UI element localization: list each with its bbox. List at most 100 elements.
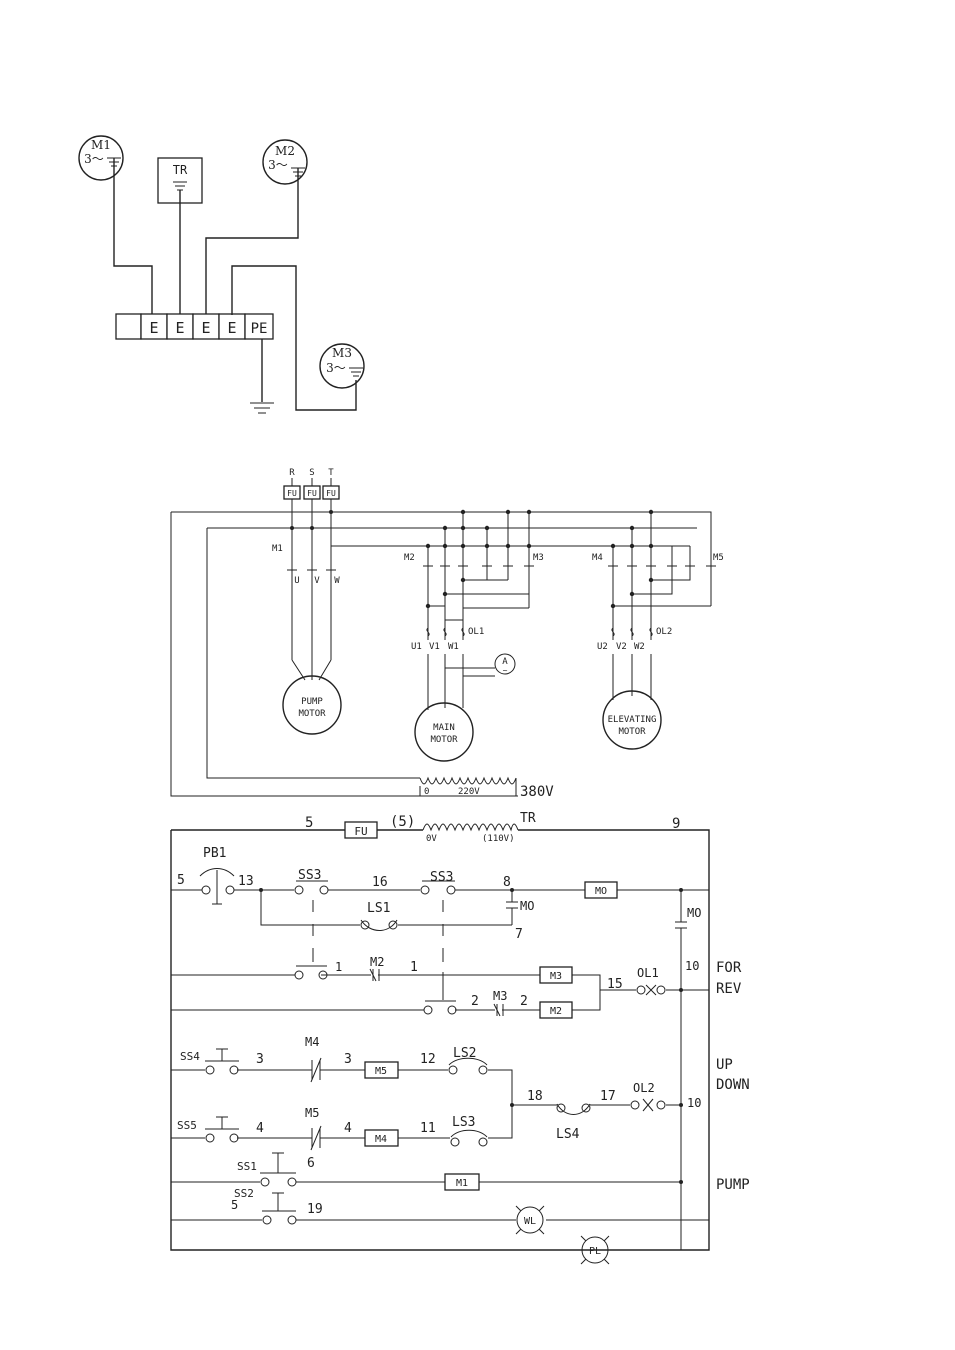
- tap-0v: 0V: [426, 834, 437, 844]
- label-up: UP: [716, 1057, 733, 1073]
- ss4-contact: [205, 1065, 215, 1075]
- ss5-label: SS5: [177, 1119, 197, 1132]
- wire-10b: 10: [687, 1096, 701, 1110]
- label-for: FOR: [716, 960, 742, 976]
- coil-m3-label: M3: [550, 971, 562, 982]
- pilot-lamp-label: PL: [589, 1246, 601, 1257]
- pb1-label: PB1: [203, 846, 226, 861]
- ss1-contact: [260, 1177, 270, 1187]
- wire-18: 18: [527, 1089, 543, 1104]
- contactor-m1-label: M1: [272, 544, 283, 554]
- overload-ol2-label: OL2: [656, 627, 672, 637]
- terminal-v: V: [314, 576, 320, 586]
- ground-diagram: M1 3～ TR M2 3～ E E E E PE: [78, 135, 365, 414]
- contact-mo-label: MO: [520, 899, 534, 913]
- wire-12: 12: [420, 1052, 436, 1067]
- wire-3b: 3: [344, 1052, 352, 1067]
- label-rev: REV: [716, 981, 742, 997]
- wire-2a: 2: [471, 994, 479, 1009]
- motor-m3-phase: 3～: [326, 361, 346, 375]
- label-pump: PUMP: [716, 1177, 750, 1193]
- contactor-m3-label: M3: [533, 553, 544, 563]
- wire-5-paren: (5): [390, 814, 415, 830]
- wire-5-top: 5: [305, 815, 313, 831]
- wire-4a: 4: [256, 1121, 264, 1136]
- ss2-contact: [262, 1215, 272, 1225]
- coil-mo: [584, 881, 618, 899]
- ls2-contact: [448, 1065, 458, 1075]
- ss3-label-1: SS3: [298, 868, 321, 883]
- wire-19: 19: [307, 1202, 323, 1217]
- transformer-label: TR: [173, 163, 188, 177]
- ol1-label: OL1: [637, 966, 659, 980]
- ls1-contact: [360, 920, 370, 930]
- svg-text:FU: FU: [287, 489, 297, 498]
- motor-m2-label: M2: [275, 144, 295, 158]
- label-down: DOWN: [716, 1077, 750, 1093]
- control-fuse-label: FU: [354, 825, 367, 838]
- motor-m1-phase: 3～: [84, 152, 104, 166]
- terminal-strip: E E E E PE: [115, 313, 274, 340]
- wire-15: 15: [607, 977, 623, 992]
- elevating-motor-label-1: ELEVATING: [608, 715, 657, 725]
- terminal-w1: W1: [448, 642, 459, 652]
- phase-s: S: [309, 468, 314, 478]
- coil-m4: [364, 1129, 399, 1147]
- control-fuse: [344, 821, 378, 839]
- terminal-e4: E: [227, 319, 236, 337]
- wire-9: 9: [672, 816, 680, 832]
- terminal-v1: V1: [429, 642, 440, 652]
- coil-m2-label: M2: [550, 1006, 562, 1017]
- phase-t: T: [328, 468, 334, 478]
- reverse-contact: [423, 1005, 433, 1015]
- terminal-w2: W2: [634, 642, 645, 652]
- ol2-label: OL2: [633, 1081, 655, 1095]
- coil-m1: [444, 1173, 480, 1191]
- motor-m1-symbol: [78, 135, 124, 181]
- terminal-w: W: [334, 576, 340, 586]
- motor-m2-phase: 3～: [268, 158, 288, 172]
- wire-5: 5: [177, 873, 185, 888]
- ss5-contact: [205, 1133, 215, 1143]
- ss3-label-2: SS3: [430, 870, 453, 885]
- ls1-label: LS1: [367, 901, 390, 916]
- pump-motor-label-2: MOTOR: [298, 709, 326, 719]
- terminal-e3: E: [201, 319, 210, 337]
- wire-2b: 2: [520, 994, 528, 1009]
- ls2-label: LS2: [453, 1046, 476, 1061]
- interlock-m2-label: M2: [370, 955, 384, 969]
- tap-380: 380V: [520, 784, 554, 800]
- wire-6: 6: [307, 1156, 315, 1171]
- ammeter-ac: ~: [503, 666, 508, 675]
- interlock-m4-label: M4: [305, 1035, 319, 1049]
- coil-m4-label: M4: [375, 1134, 387, 1145]
- work-lamp-icon: [516, 1206, 544, 1234]
- phase-r: R: [289, 468, 295, 478]
- wire-8: 8: [503, 875, 511, 890]
- wire-11: 11: [420, 1121, 436, 1136]
- terminal-u: U: [294, 576, 299, 586]
- interlock-m3-label: M3: [493, 989, 507, 1003]
- contactor-m4-label: M4: [592, 553, 603, 563]
- interlock-m5-label: M5: [305, 1106, 319, 1120]
- terminal-u2: U2: [597, 642, 608, 652]
- svg-text:FU: FU: [326, 489, 336, 498]
- ls3-contact: [450, 1137, 460, 1147]
- motor-m1-label: M1: [91, 138, 111, 152]
- ls4-label: LS4: [556, 1127, 580, 1142]
- main-motor-label-2: MOTOR: [430, 735, 458, 745]
- pb1-contact: [201, 885, 211, 895]
- ol2-contact: [630, 1100, 640, 1110]
- coil-mo-label: MO: [595, 886, 607, 897]
- main-motor-symbol: [414, 702, 474, 762]
- pump-motor-label-1: PUMP: [301, 697, 323, 707]
- ss1-label: SS1: [237, 1160, 257, 1173]
- terminal-pe: PE: [251, 321, 268, 337]
- svg-text:FU: FU: [307, 489, 317, 498]
- terminal-u1: U1: [411, 642, 422, 652]
- tap-220: 220V: [458, 787, 480, 797]
- ss3-contact-1: [294, 885, 304, 895]
- power-circuit: R S T FU FU FU: [170, 468, 724, 800]
- control-circuit: FU 5 (5) TR 0V (110V) 9 5 PB1 13 SS3 16 …: [170, 811, 750, 1265]
